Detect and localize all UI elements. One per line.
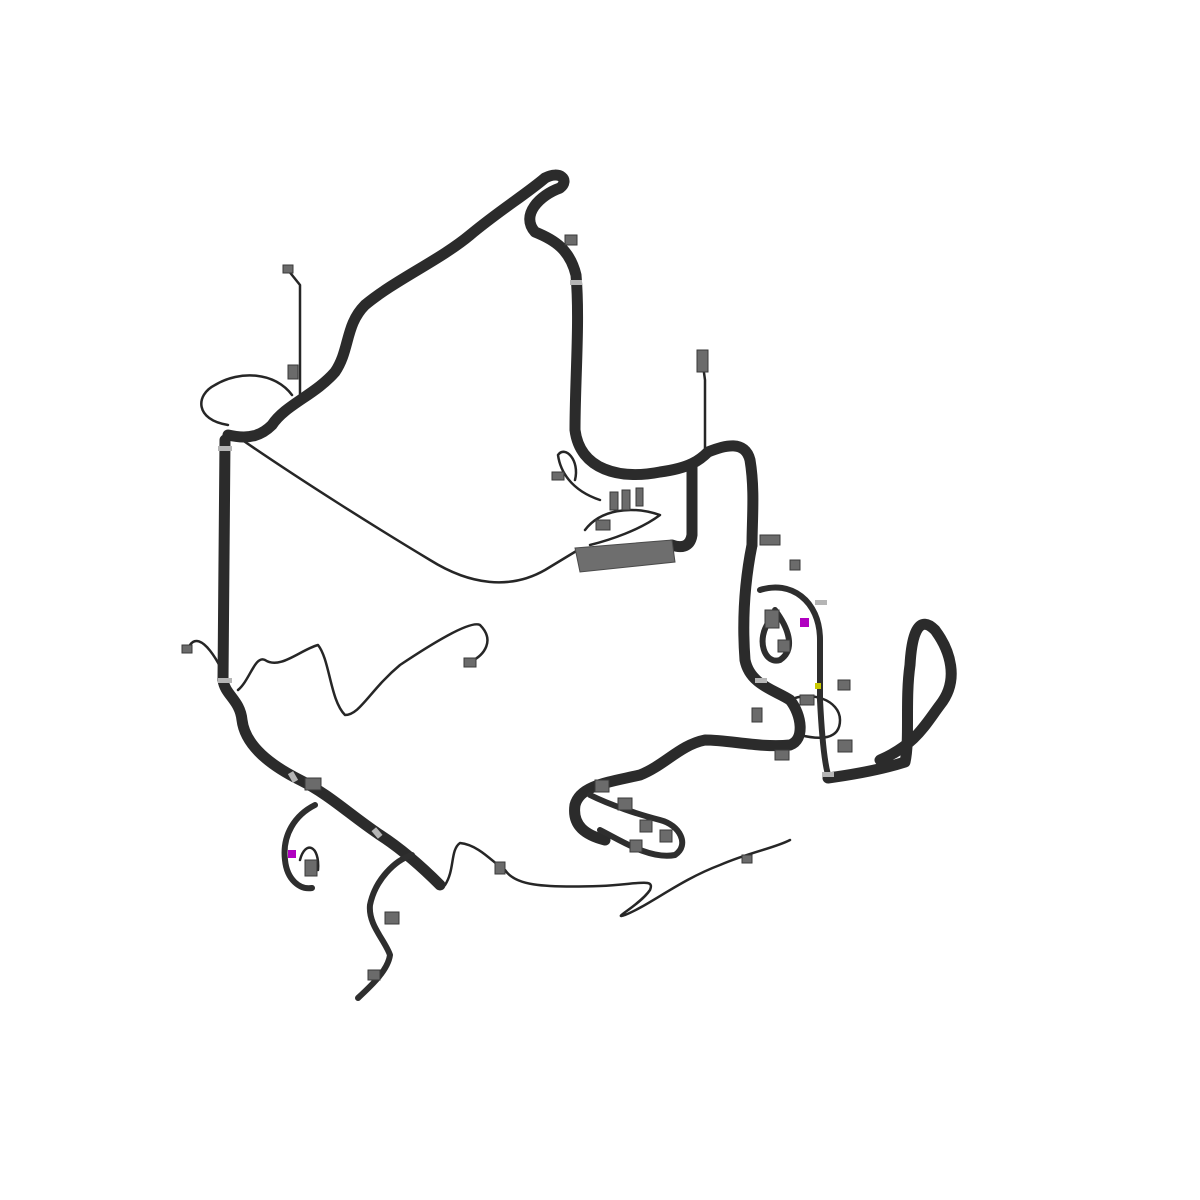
connector (463, 657, 477, 668)
thin-wire-top-loop (200, 374, 294, 427)
connector (304, 777, 322, 791)
connector (384, 911, 400, 925)
connector (594, 779, 610, 793)
connector (617, 797, 633, 811)
main-trunk (222, 169, 759, 551)
connector (639, 819, 653, 833)
thin-wire-left-wave (236, 623, 489, 717)
junction-box (574, 487, 676, 573)
yellow-marker (815, 683, 821, 689)
connectors (181, 234, 853, 981)
connector (564, 234, 578, 246)
thin-wire-diagonal (233, 433, 580, 584)
connector (777, 639, 791, 653)
magenta-marker (800, 618, 809, 627)
right-loop (822, 618, 957, 784)
thin-wire-box-bundle (583, 508, 662, 547)
connector (774, 749, 790, 761)
connector (367, 969, 381, 981)
cable-bands (218, 280, 834, 839)
right-cluster (569, 539, 833, 859)
connector (837, 679, 851, 691)
box-feed-trunk (666, 459, 698, 553)
connector (751, 707, 763, 723)
connector (304, 859, 318, 877)
right-cluster-loop (757, 584, 833, 783)
connector (494, 861, 506, 875)
connector (759, 534, 781, 546)
right-cluster-trunk (569, 539, 806, 846)
connector (181, 644, 193, 654)
branch-small (298, 846, 320, 872)
thin-wire-bottom (443, 838, 792, 918)
lower-left-branches (281, 802, 415, 1001)
branch-left-loop (281, 802, 318, 892)
connector (741, 854, 753, 864)
connector (282, 264, 294, 274)
connector (789, 559, 801, 571)
connector (287, 364, 299, 380)
connector (659, 829, 673, 843)
thin-wire-box-hook (556, 450, 602, 502)
connector (551, 471, 565, 481)
connector (764, 609, 780, 629)
thin-wire-vertical-top (286, 268, 302, 402)
left-trunk (217, 434, 446, 891)
magenta-marker (288, 850, 296, 858)
connector (696, 349, 709, 373)
branch-down (355, 852, 415, 1001)
connector (799, 694, 815, 706)
connector (837, 739, 853, 753)
right-cluster-inner (759, 607, 792, 664)
connector (629, 839, 643, 853)
